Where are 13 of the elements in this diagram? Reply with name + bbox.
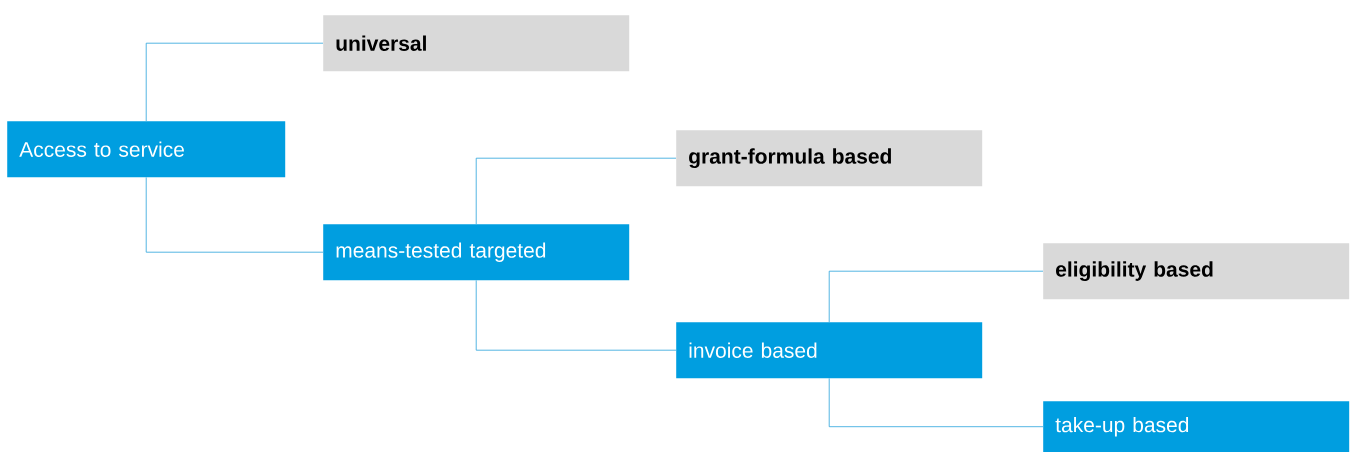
option-box: grant-formula based [676,130,983,187]
option-box: universal [323,15,630,72]
connector-line [475,280,677,351]
category-box: take-up based [1043,401,1350,452]
connector-line [145,177,324,253]
connector-line [145,42,324,122]
category-box: Access to service [7,121,286,178]
connector-line [828,378,1044,428]
category-box: invoice based [676,322,983,379]
category-box: means-tested targeted [323,224,630,281]
connector-line [475,157,677,225]
option-box: eligibility based [1043,243,1350,300]
connector-line [828,270,1044,323]
